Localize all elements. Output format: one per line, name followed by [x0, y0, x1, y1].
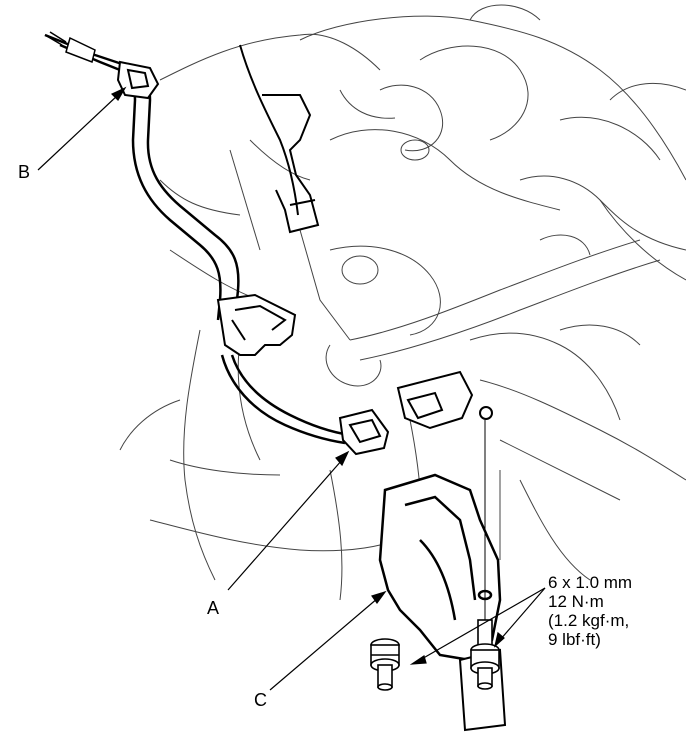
cover-c [378, 473, 502, 662]
bolt-spec: 6 x 1.0 mm 12 N·m (1.2 kgf·m, 9 lbf·ft) [548, 573, 632, 649]
clip-b [116, 60, 160, 100]
callout-c: C [254, 690, 267, 710]
harness-bracket [216, 293, 297, 356]
bolt-size: 6 x 1.0 mm [548, 573, 633, 592]
bolt-torque-kgfm: (1.2 kgf·m, [548, 611, 630, 630]
callout-a: A [207, 598, 220, 618]
engine-connector [396, 370, 493, 430]
bolt-torque-lbfft: 9 lbf·ft) [548, 630, 601, 649]
wire-end [44, 31, 96, 64]
bolt-torque-nm: 12 N·m [548, 592, 604, 611]
wire-harness [44, 33, 351, 445]
bolt-right [470, 619, 500, 690]
connector-a [338, 408, 390, 456]
engine-block-background [119, 4, 686, 601]
upper-wire [239, 44, 320, 234]
callout-b: B [18, 162, 31, 182]
leader-lines [37, 86, 546, 691]
bolt-left [370, 638, 400, 691]
